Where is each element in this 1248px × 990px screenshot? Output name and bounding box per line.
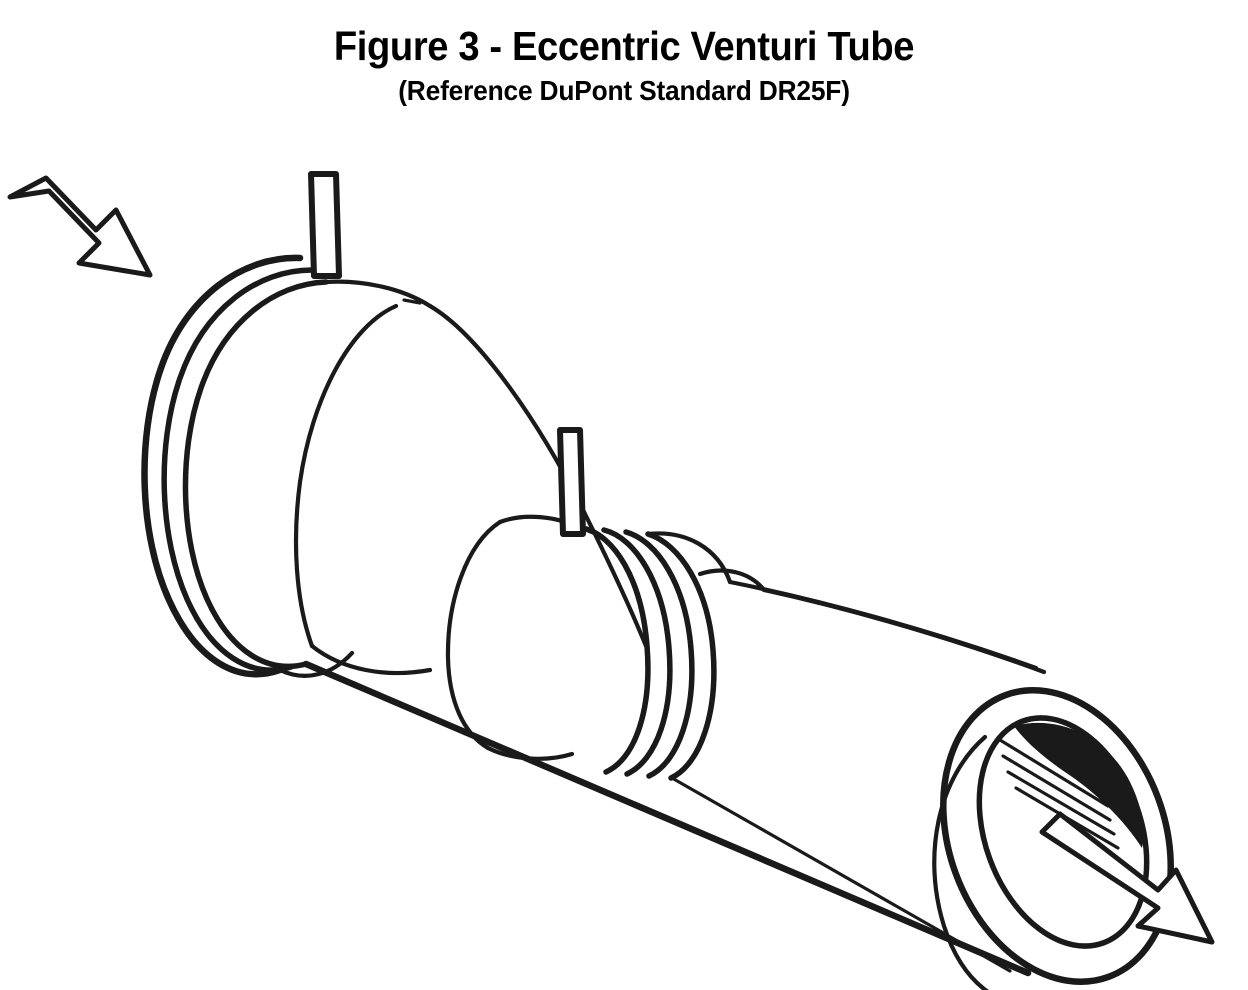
diverging-cone	[302, 579, 1047, 977]
inlet-pressure-tap	[308, 171, 342, 279]
bore-hatch-lines	[998, 738, 1120, 850]
throat-collar	[579, 525, 767, 781]
throat	[445, 514, 583, 761]
inlet-arrow	[7, 175, 153, 278]
figure-title: Figure 3 - Eccentric Venturi Tube	[333, 23, 915, 69]
venturi-tube-svg	[7, 171, 1215, 990]
throat-pressure-tap	[557, 427, 586, 537]
outlet-arrow	[1039, 811, 1215, 945]
converging-cone	[293, 279, 649, 676]
figure-subtitle: (Reference DuPont Standard DR25F)	[398, 75, 850, 106]
figure-heading: Figure 3 - Eccentric Venturi Tube (Refer…	[0, 0, 1248, 108]
inlet-flange	[141, 254, 355, 678]
venturi-tube-drawing	[0, 130, 1248, 990]
bore-shadow	[998, 722, 1144, 850]
